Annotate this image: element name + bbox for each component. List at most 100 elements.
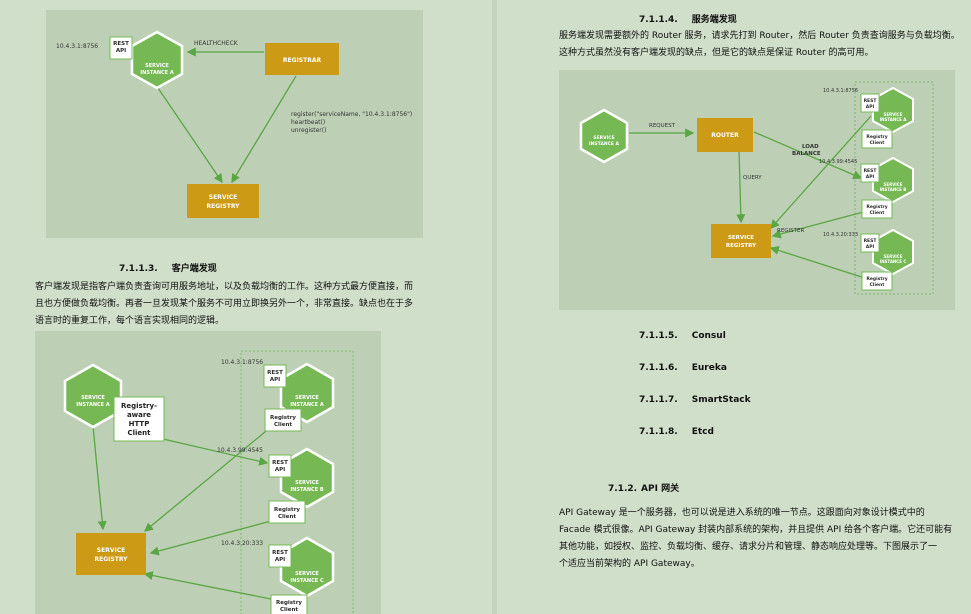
heartbeat-call: heartbeat()	[291, 119, 325, 126]
register-arrow-b	[771, 209, 872, 239]
service-label: SERVICE	[593, 135, 614, 141]
ip-label: 10.4.3.99:4545	[819, 159, 857, 165]
api-label: API	[866, 104, 875, 110]
service-hexagon	[130, 30, 184, 90]
paragraph-line: API Gateway 是一个服务器，也可以说是进入系统的唯一节点。这跟面向对象…	[559, 508, 925, 518]
rest-api-box	[860, 93, 880, 113]
toc-item-eureka[interactable]: 7.1.1.6.Eureka	[639, 363, 727, 373]
rest-api-box	[268, 454, 292, 478]
paragraph-line: 且也方便做负载均衡。再者一旦发现某个服务不可用立即换另外一个，非常直接。缺点也在…	[35, 299, 414, 309]
register-arrow-a	[770, 115, 872, 229]
load-balance-label: LOAD	[802, 144, 819, 150]
http-client-line: aware	[127, 411, 151, 419]
rest-label: REST	[864, 98, 878, 104]
client-label: Client	[870, 282, 886, 288]
registry-client-box	[861, 129, 893, 149]
api-label: API	[275, 557, 285, 563]
registry-label-2: REGISTRY	[726, 243, 757, 249]
registrar-box	[265, 43, 339, 75]
rest-label: REST	[267, 370, 283, 376]
toc-item-smartstack[interactable]: 7.1.1.7. SmartStack	[639, 395, 751, 405]
unregister-call: unregister()	[291, 127, 326, 134]
diagram-svg: SERVICE INSTANCE A Registry- aware HTTP …	[63, 350, 354, 614]
service-label: SERVICE	[884, 182, 903, 187]
service-label: SERVICE	[295, 480, 319, 486]
instance-label: INSTANCE A	[880, 117, 908, 122]
client-label: Registry	[270, 415, 296, 421]
rest-api-box	[109, 36, 133, 60]
registrar-label: REGISTRAR	[283, 57, 322, 64]
section-title: SmartStack	[691, 395, 751, 405]
register-label: REGISTER	[777, 228, 805, 234]
section-heading-client-discovery: 7.1.1.3. 客户端发现	[119, 261, 217, 274]
client-label: Registry	[866, 276, 887, 282]
http-client-line: HTTP	[129, 420, 150, 428]
section-number: 7.1.2.	[608, 484, 638, 494]
rest-api-box	[263, 364, 287, 388]
client-label: Client	[274, 422, 292, 428]
server-discovery-diagram: SERVICE INSTANCE A REQUEST ROUTER LOAD B…	[559, 70, 955, 310]
server-discovery-paragraph: 服务端发现需要额外的 Router 服务，请求先打到 Router，然后 Rou…	[559, 28, 960, 62]
service-registry-box	[76, 533, 146, 575]
http-client-line: Client	[127, 429, 151, 437]
registry-label-1: SERVICE	[209, 194, 237, 201]
registry-label-2: REGISTRY	[95, 556, 129, 563]
registry-client-box	[861, 271, 893, 291]
paragraph-line: 语言时的重复工作，每个语言实现相同的逻辑。	[35, 316, 225, 326]
client-service-hexagon	[63, 363, 123, 429]
load-balance-arrow	[753, 131, 863, 180]
query-label: QUERY	[743, 175, 762, 181]
service-to-registry-arrow	[157, 87, 223, 184]
paragraph-line: 这种方式虽然没有客户端发现的缺点，但是它的缺点是保证 Router 的高可用。	[559, 48, 874, 58]
instance-label: INSTANCE C	[880, 259, 907, 264]
register-arrow-c	[769, 246, 872, 281]
register-call: register("serviceName, "10.4.3.1:8756")	[291, 111, 412, 118]
ip-label: 10.4.3.20:333	[823, 232, 858, 238]
rest-api-box	[860, 233, 880, 253]
registry-label-1: SERVICE	[728, 235, 754, 241]
instance-label: INSTANCE A	[140, 70, 174, 76]
ip-label: 10.4.3.20:333	[221, 540, 263, 547]
section-number: 7.1.1.5.	[639, 331, 678, 341]
http-client-box	[113, 396, 165, 442]
registry-client-box	[268, 500, 306, 524]
request-label: REQUEST	[649, 123, 676, 129]
server-registration-diagram: REST API SERVICE INSTANCE A 10.4.3.1:875…	[46, 10, 423, 238]
service-label: SERVICE	[884, 254, 903, 259]
rest-label: REST	[272, 460, 288, 466]
instance-label: INSTANCE A	[290, 402, 324, 408]
client-label: Client	[870, 210, 886, 216]
section-heading-api-gateway: 7.1.2.API 网关	[608, 481, 679, 494]
paragraph-line: 个适应当前架构的 API Gateway。	[559, 559, 700, 569]
page-gutter	[492, 0, 497, 614]
service-label: SERVICE	[295, 395, 319, 401]
section-title: 客户端发现	[171, 264, 217, 274]
register-arrow-c	[143, 571, 272, 600]
registry-label-1: SERVICE	[97, 547, 125, 554]
api-gateway-paragraph: API Gateway 是一个服务器，也可以说是进入系统的唯一节点。这跟面向对象…	[559, 505, 952, 573]
register-arrow-a	[143, 426, 272, 532]
section-number: 7.1.1.3.	[119, 264, 158, 274]
diagram-svg: SERVICE INSTANCE A REQUEST ROUTER LOAD B…	[579, 81, 934, 295]
section-number: 7.1.1.7.	[639, 395, 678, 405]
rest-api-box	[860, 163, 880, 183]
router-label: ROUTER	[711, 132, 739, 139]
client-label: Client	[870, 140, 886, 146]
client-label: Registry	[274, 507, 300, 513]
registry-client-box	[270, 594, 308, 614]
section-number: 7.1.1.8.	[639, 427, 678, 437]
toc-item-etcd[interactable]: 7.1.1.8.Etcd	[639, 427, 714, 437]
service-registry-box	[187, 184, 259, 218]
client-label: Client	[278, 514, 296, 520]
api-label: API	[275, 467, 285, 473]
diagram-svg: REST API SERVICE INSTANCE A 10.4.3.1:875…	[56, 30, 412, 218]
service-label: SERVICE	[145, 63, 169, 69]
instances-group	[240, 350, 354, 614]
ip-label: 10.4.3.99:4545	[217, 447, 263, 454]
section-title: 服务端发现	[691, 15, 737, 25]
toc-item-consul[interactable]: 7.1.1.5.Consul	[639, 331, 726, 341]
instance-label: INSTANCE C	[290, 578, 324, 584]
section-heading-server-discovery: 7.1.1.4.服务端发现	[639, 12, 737, 25]
service-label: SERVICE	[295, 571, 319, 577]
client-discovery-paragraph: 客户端发现是指客户端负责查询可用服务地址，以及负载均衡的工作。这种方式最方便直接…	[35, 279, 413, 330]
